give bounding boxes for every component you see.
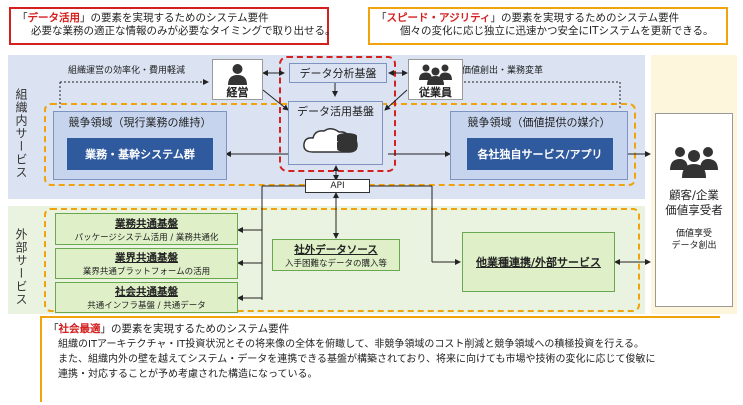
cloud-database-icon: [303, 128, 358, 153]
business-common-platform: 業務共通基盤 パッケージシステム活用 / 業務共通化: [55, 213, 238, 245]
competitive-area-value: 競争領域（価値提供の媒介） 各社独自サービス/アプリ: [450, 111, 628, 180]
competitive-left-title: 競争領域（現行業務の維持）: [68, 116, 212, 129]
data-utilization-callout: 「データ活用」の要素を実現するためのシステム要件 必要な業務の適正な情報のみが必…: [9, 7, 336, 45]
management-label: 経営: [226, 86, 249, 99]
employees-label: 従業員: [419, 86, 452, 99]
employees-box: 従業員: [408, 59, 463, 100]
external-data-title: 社外データソース: [294, 243, 378, 256]
value-creation-label: 価値創出・業務変革: [462, 66, 544, 76]
industry-common-platform: 業界共通基盤 業界共通プラットフォームの活用: [55, 248, 238, 279]
customer-box: 顧客/企業 価値享受者 価値享受 データ創出: [655, 113, 733, 307]
external-data-sub: 入手困難なデータの購入等: [284, 258, 387, 269]
industry-common-sub: 業界共通プラットフォームの活用: [82, 267, 211, 277]
customer-title-1: 顧客/企業: [669, 188, 719, 202]
efficiency-label: 組織運営の効率化・費用軽減: [68, 66, 186, 76]
management-person-icon: [228, 64, 247, 85]
section-external-label: 外部サービス: [14, 228, 28, 306]
competitive-right-title: 競争領域（価値提供の媒介）: [467, 116, 611, 129]
social-common-title: 社会共通基盤: [115, 286, 178, 298]
other-industry-label: 他業種連携/外部サービス: [475, 256, 602, 269]
data-analysis-platform: データ分析基盤: [289, 63, 387, 83]
api-box: API: [305, 179, 370, 193]
customer-sub-2: データ創出: [671, 241, 717, 251]
speed-agility-callout: 「スピード・アジリティ」の要素を実現するためのシステム要件 個々の変化に応じ独立…: [368, 7, 728, 45]
business-common-sub: パッケージシステム活用 / 業務共通化: [74, 232, 219, 243]
company-services-apps: 各社独自サービス/アプリ: [467, 138, 613, 170]
other-industry-services: 他業種連携/外部サービス: [462, 232, 615, 292]
business-common-title: 業務共通基盤: [115, 217, 178, 230]
external-data-source: 社外データソース 入手困難なデータの購入等: [272, 239, 400, 271]
data-platform-label: データ活用基盤: [297, 105, 374, 118]
employees-group-icon: [419, 64, 452, 85]
section-internal-label: 組織内サービス: [14, 88, 28, 179]
business-core-systems: 業務・基幹システム群: [67, 138, 213, 170]
social-common-platform: 社会共通基盤 共通インフラ基盤 / 共通データ: [55, 282, 238, 313]
customer-title-2: 価値享受者: [665, 203, 723, 217]
management-box: 経営: [212, 59, 263, 100]
competitive-area-current: 競争領域（現行業務の維持） 業務・基幹システム群: [53, 111, 227, 180]
customer-sub-1: 価値享受: [675, 229, 712, 239]
data-utilization-platform: データ活用基盤: [288, 101, 383, 165]
industry-common-title: 業界共通基盤: [115, 252, 178, 264]
social-optimization-callout: 「社会最適」の要素を実現するためのシステム要件 組織のITアーキテクチャ・IT投…: [40, 316, 720, 402]
customer-group-icon: [670, 147, 718, 178]
social-common-sub: 共通インフラ基盤 / 共通データ: [87, 301, 206, 311]
